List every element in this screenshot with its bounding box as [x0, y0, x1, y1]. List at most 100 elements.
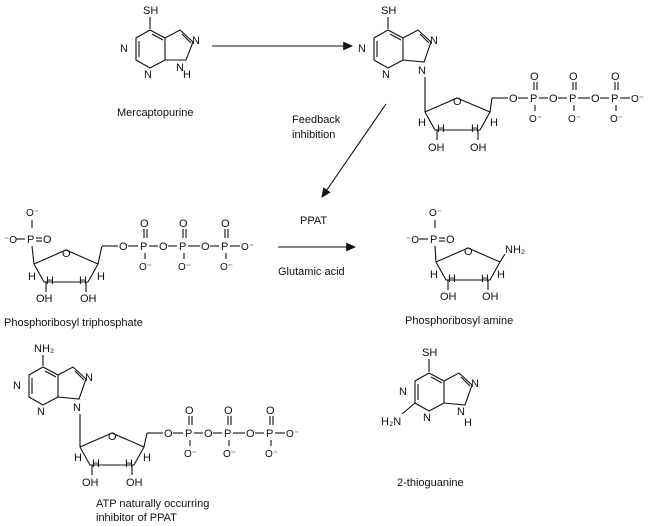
atom-p: P — [224, 428, 231, 440]
atom-h2n: H₂N — [381, 416, 401, 428]
atom-o-minus: O⁻ — [568, 114, 581, 125]
atom-sh: SH — [143, 5, 158, 17]
atom-o: O — [549, 93, 558, 105]
atom-o: O — [453, 96, 462, 108]
atom-n: N — [457, 406, 465, 418]
atom-oh: OH — [126, 477, 143, 489]
ppat-label: PPAT — [300, 215, 327, 227]
atom-p: P — [185, 428, 192, 440]
atom-p: P — [530, 93, 537, 105]
atom-o: O — [119, 241, 128, 253]
atom-sh: SH — [422, 347, 437, 359]
atom-p: P — [266, 428, 273, 440]
atom-h: H — [46, 275, 54, 287]
atom-h: H — [490, 117, 498, 129]
atom-o-minus: O⁻ — [265, 449, 278, 460]
atom-o-minus: O⁻ — [223, 449, 236, 460]
atom-o-neg: ⁻O — [406, 235, 419, 246]
atom-oh: OH — [440, 291, 457, 303]
atom-n: N — [418, 65, 426, 77]
atp-structure: NH₂ N N N N O H H H H OH OH O P O O⁻ O P — [13, 343, 299, 489]
atom-o-minus: O⁻ — [178, 262, 191, 273]
thioguanine-label: 2-thioguanine — [397, 477, 464, 489]
atom-n: N — [37, 406, 45, 418]
atp-label-line2: inhibitor of PPAT — [96, 512, 177, 524]
feedback-label-line2: inhibition — [292, 129, 335, 141]
atom-h: H — [430, 269, 438, 281]
atom-h: H — [183, 69, 191, 81]
atom-o: O — [266, 405, 275, 417]
atom-h: H — [448, 273, 456, 285]
atom-oh: OH — [36, 293, 53, 305]
atom-o: O — [43, 234, 52, 246]
atom-o-minus: O⁻ — [286, 429, 299, 440]
atom-nh2: NH₂ — [34, 343, 54, 355]
atom-oh: OH — [428, 142, 445, 154]
prpp-label: Phosphoribosyl triphosphate — [4, 317, 143, 329]
atom-p: P — [569, 93, 576, 105]
atom-o-neg: ⁻O — [4, 235, 17, 246]
atom-o: O — [179, 218, 188, 230]
atom-o-minus: O⁻ — [241, 242, 254, 253]
atom-h: H — [497, 269, 505, 281]
prpp-structure: O⁻ ⁻O P O O H H H H OH OH O P O O⁻ O P O… — [4, 208, 254, 305]
atom-o: O — [159, 241, 168, 253]
atom-o: O — [611, 71, 620, 83]
atom-h: H — [481, 273, 489, 285]
atp-label-line1: ATP naturally occurring — [96, 498, 209, 510]
atom-o-minus: O⁻ — [26, 208, 39, 219]
atom-p: P — [27, 234, 34, 246]
atom-nh2: NH₂ — [505, 244, 525, 256]
atom-o: O — [221, 218, 230, 230]
thioguanine-structure: SH N N N N H H₂N — [381, 347, 479, 429]
atom-n: N — [13, 380, 21, 392]
pra-label: Phosphoribosyl amine — [405, 315, 513, 327]
atom-h: H — [28, 271, 36, 283]
atom-n: N — [430, 35, 438, 47]
mercaptopurine-label: Mercaptopurine — [117, 107, 193, 119]
atom-p: P — [140, 241, 147, 253]
atom-o: O — [446, 234, 455, 246]
atom-o: O — [62, 248, 71, 260]
atom-n: N — [73, 402, 81, 414]
atom-o-minus: O⁻ — [631, 94, 644, 105]
atom-h: H — [74, 452, 82, 464]
atom-n: N — [144, 69, 152, 81]
atom-o: O — [185, 405, 194, 417]
atom-o: O — [164, 428, 173, 440]
atom-h: H — [471, 123, 479, 135]
atom-h: H — [125, 458, 133, 470]
atom-o: O — [204, 428, 213, 440]
atom-o: O — [464, 246, 473, 258]
atom-o-minus: O⁻ — [139, 262, 152, 273]
atom-h: H — [79, 275, 87, 287]
atom-oh: OH — [482, 291, 499, 303]
atom-n: N — [358, 43, 366, 55]
atom-h: H — [418, 117, 426, 129]
atom-n: N — [382, 69, 390, 81]
atom-o: O — [201, 241, 210, 253]
atom-o-minus: O⁻ — [184, 449, 197, 460]
atom-n: N — [399, 386, 407, 398]
atom-n: N — [471, 378, 479, 390]
atom-h: H — [143, 452, 151, 464]
atom-oh: OH — [470, 142, 487, 154]
atom-o-minus: O⁻ — [220, 262, 233, 273]
atom-h: H — [437, 123, 445, 135]
atom-o-minus: O⁻ — [529, 114, 542, 125]
atom-o: O — [224, 405, 233, 417]
atom-o: O — [246, 428, 255, 440]
atom-h: H — [97, 271, 105, 283]
atom-o-minus: O⁻ — [610, 114, 623, 125]
atom-oh: OH — [82, 477, 99, 489]
atom-n: N — [120, 43, 128, 55]
atom-p: P — [221, 241, 228, 253]
feedback-arrow — [321, 103, 387, 198]
glutamic-acid-label: Glutamic acid — [278, 266, 345, 278]
atom-o: O — [509, 93, 518, 105]
atom-o: O — [569, 71, 578, 83]
atom-o: O — [140, 218, 149, 230]
atom-n: N — [85, 372, 93, 384]
atom-n: N — [176, 62, 184, 74]
